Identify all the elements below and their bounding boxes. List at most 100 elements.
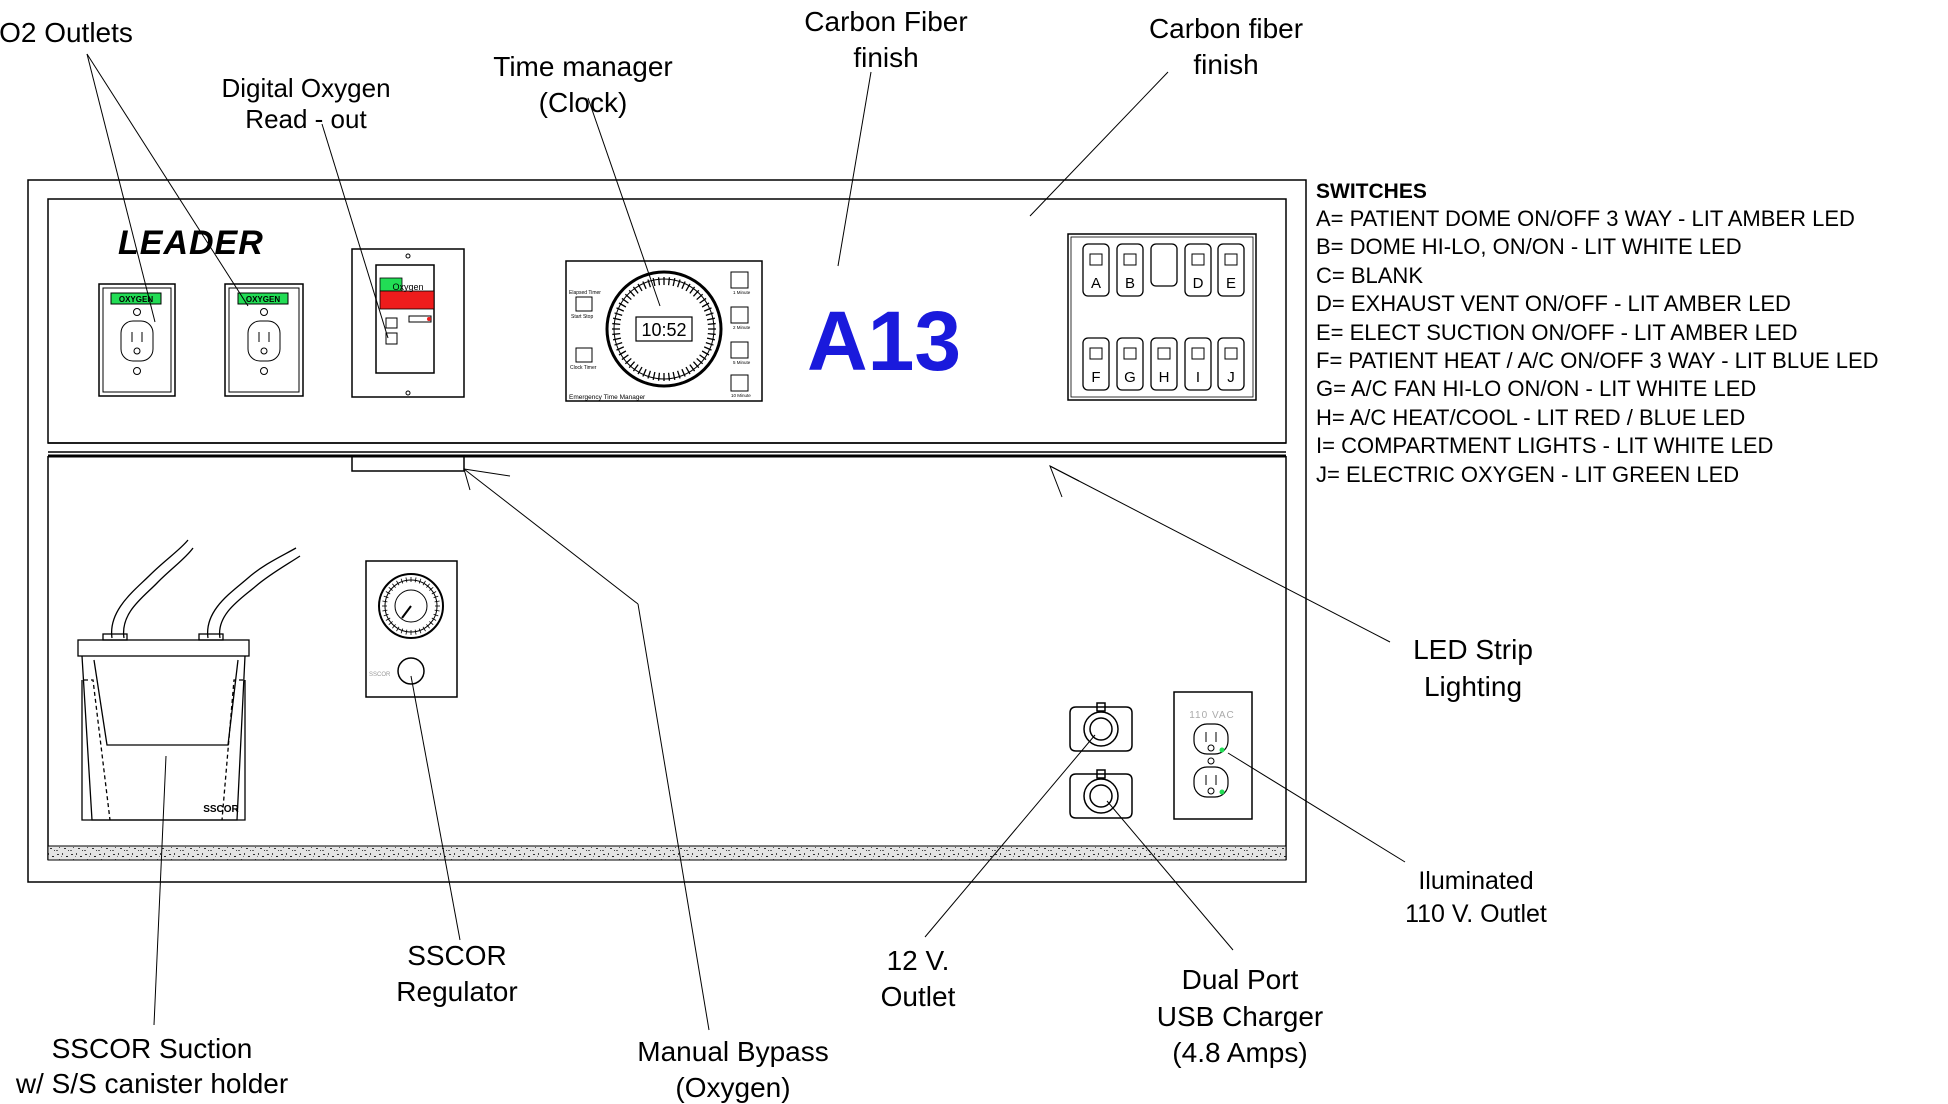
time-manager-label-2: (Clock)	[539, 87, 628, 118]
digital-oxygen-readout	[351, 248, 465, 398]
rocker-switch	[1217, 243, 1245, 297]
callout-carbon-fiber-1: Carbon Fiber finish	[804, 6, 967, 73]
callout-sscor-regulator: SSCOR Regulator	[396, 940, 517, 1007]
rocker-switch	[1116, 337, 1144, 391]
rocker-switch	[1150, 337, 1178, 391]
carbon-fiber-strip	[47, 845, 1287, 861]
switch-label: D	[1193, 275, 1204, 292]
rocker-switch	[1082, 243, 1110, 297]
usb-charger-outlet	[1069, 769, 1133, 819]
switch-label: I	[1196, 369, 1200, 386]
switch-indicator	[1123, 253, 1137, 266]
o2-outlet-2	[224, 283, 304, 397]
digital-oxygen-label-2: Read - out	[245, 104, 367, 134]
callout-sscor-suction: SSCOR Suction w/ S/S canister holder	[15, 1033, 288, 1099]
callout-digital-oxygen: Digital Oxygen Read - out	[221, 73, 390, 134]
switch-panel	[1067, 233, 1257, 401]
led-strip-label-2: Lighting	[1424, 671, 1522, 702]
switch-indicator	[1157, 347, 1171, 360]
rocker-switch	[1082, 337, 1110, 391]
unit-number: A13	[807, 294, 961, 388]
sscor-suction-label-2: w/ S/S canister holder	[15, 1068, 288, 1099]
time-manager-label-1: Time manager	[493, 51, 672, 82]
clock-left-label-3: Clock Timer	[570, 365, 597, 371]
switch-label: E	[1226, 275, 1236, 292]
switch-indicator	[1191, 347, 1205, 360]
switch-label: J	[1227, 369, 1235, 386]
switch-indicator	[1191, 253, 1205, 266]
twelve-v-outlet	[1069, 702, 1133, 752]
canister-label: SSCOR	[203, 804, 239, 815]
sscor-suction-label-1: SSCOR Suction	[52, 1033, 253, 1064]
switches-legend-item: E= ELECT SUCTION ON/OFF - LIT AMBER LED	[1316, 320, 1797, 345]
o2-outlets-label: O2 Outlets	[0, 17, 133, 48]
switches-legend-item: B= DOME HI-LO, ON/ON - LIT WHITE LED	[1316, 234, 1742, 259]
regulator-ticks	[382, 577, 440, 635]
switches-legend: SWITCHES A= PATIENT DOME ON/OFF 3 WAY - …	[1316, 180, 1879, 487]
switches-legend-item: I= COMPARTMENT LIGHTS - LIT WHITE LED	[1316, 433, 1773, 458]
switches-legend-title: SWITCHES	[1316, 180, 1427, 203]
callout-dual-usb: Dual Port USB Charger (4.8 Amps)	[1157, 964, 1324, 1068]
cabinet	[27, 179, 1307, 883]
oxygen-tag-2: OXYGEN	[246, 295, 280, 304]
callout-led-strip: LED Strip Lighting	[1413, 634, 1533, 702]
clock-right-label-3: 5 Minute	[733, 360, 751, 365]
manual-bypass-label-1: Manual Bypass	[637, 1036, 828, 1067]
switches-legend-item: G= A/C FAN HI-LO ON/ON - LIT WHITE LED	[1316, 376, 1756, 401]
switches-legend-item: C= BLANK	[1316, 263, 1423, 288]
clock-time: 10:52	[641, 320, 686, 340]
rocker-switch	[1184, 337, 1212, 391]
leader-lines	[86, 53, 1406, 1031]
callout-illuminated-outlet: Iluminated 110 V. Outlet	[1405, 867, 1547, 928]
callout-time-manager: Time manager (Clock)	[493, 51, 672, 118]
outlet-led-1	[1219, 747, 1225, 753]
switches-legend-item: F= PATIENT HEAT / A/C ON/OFF 3 WAY - LIT…	[1316, 348, 1879, 373]
clock-left-label-2: Start Stop	[571, 314, 593, 320]
switch-label: H	[1159, 369, 1170, 386]
oxy-display-label: Oxygen	[392, 282, 423, 292]
switches-legend-item: H= A/C HEAT/COOL - LIT RED / BLUE LED	[1316, 405, 1745, 430]
oxygen-tag-1: OXYGEN	[119, 295, 153, 304]
switches-legend-item: A= PATIENT DOME ON/OFF 3 WAY - LIT AMBER…	[1316, 206, 1855, 231]
brand-logo: LEADER	[118, 224, 264, 262]
clock-left-label-1: Elapsed Timer	[569, 290, 601, 296]
sscor-regulator-label-2: Regulator	[396, 976, 517, 1007]
sscor-suction-canister	[77, 539, 301, 821]
rocker-switch	[1116, 243, 1144, 297]
clock-ticks	[612, 277, 716, 381]
callout-o2-outlets: O2 Outlets	[0, 17, 133, 48]
callout-12v: 12 V. Outlet	[881, 945, 956, 1012]
switch-indicator	[1089, 253, 1103, 266]
emergency-time-manager	[565, 260, 763, 402]
switch-indicator	[1224, 347, 1238, 360]
illuminated-110v-outlet	[1173, 691, 1253, 820]
switch-indicator	[1123, 347, 1137, 360]
dual-usb-label-3: (4.8 Amps)	[1172, 1037, 1307, 1068]
callout-manual-bypass: Manual Bypass (Oxygen)	[637, 1036, 828, 1103]
switches-legend-item: J= ELECTRIC OXYGEN - LIT GREEN LED	[1316, 462, 1739, 487]
switch-label: A	[1091, 275, 1101, 292]
clock-right-label-4: 10 Minute	[731, 393, 751, 398]
switch-indicator	[1224, 253, 1238, 266]
carbon-fiber-1-label-2: finish	[853, 42, 918, 73]
clock-right-label-2: 2 Minute	[733, 325, 751, 330]
carbon-fiber-2-label-1: Carbon fiber	[1149, 13, 1303, 44]
regulator-label: SSCOR	[369, 672, 391, 678]
clock-footer: Emergency Time Manager	[569, 394, 646, 401]
switch-label: B	[1125, 275, 1135, 292]
blank-switch	[1150, 243, 1178, 287]
twelve-v-label-1: 12 V.	[887, 945, 950, 976]
outlet-voltage: 110 VAC	[1189, 710, 1235, 721]
dual-usb-label-1: Dual Port	[1182, 964, 1299, 995]
switches-legend-item: D= EXHAUST VENT ON/OFF - LIT AMBER LED	[1316, 291, 1791, 316]
switch-label: F	[1091, 369, 1100, 386]
led-strip-label-1: LED Strip	[1413, 634, 1533, 665]
illuminated-outlet-label-1: Iluminated	[1418, 867, 1533, 895]
carbon-fiber-1-label-1: Carbon Fiber	[804, 6, 967, 37]
rocker-switch	[1184, 243, 1212, 297]
illuminated-outlet-label-2: 110 V. Outlet	[1405, 900, 1547, 928]
switch-indicator	[1089, 347, 1103, 360]
clock-right-label-1: 1 Minute	[733, 290, 751, 295]
